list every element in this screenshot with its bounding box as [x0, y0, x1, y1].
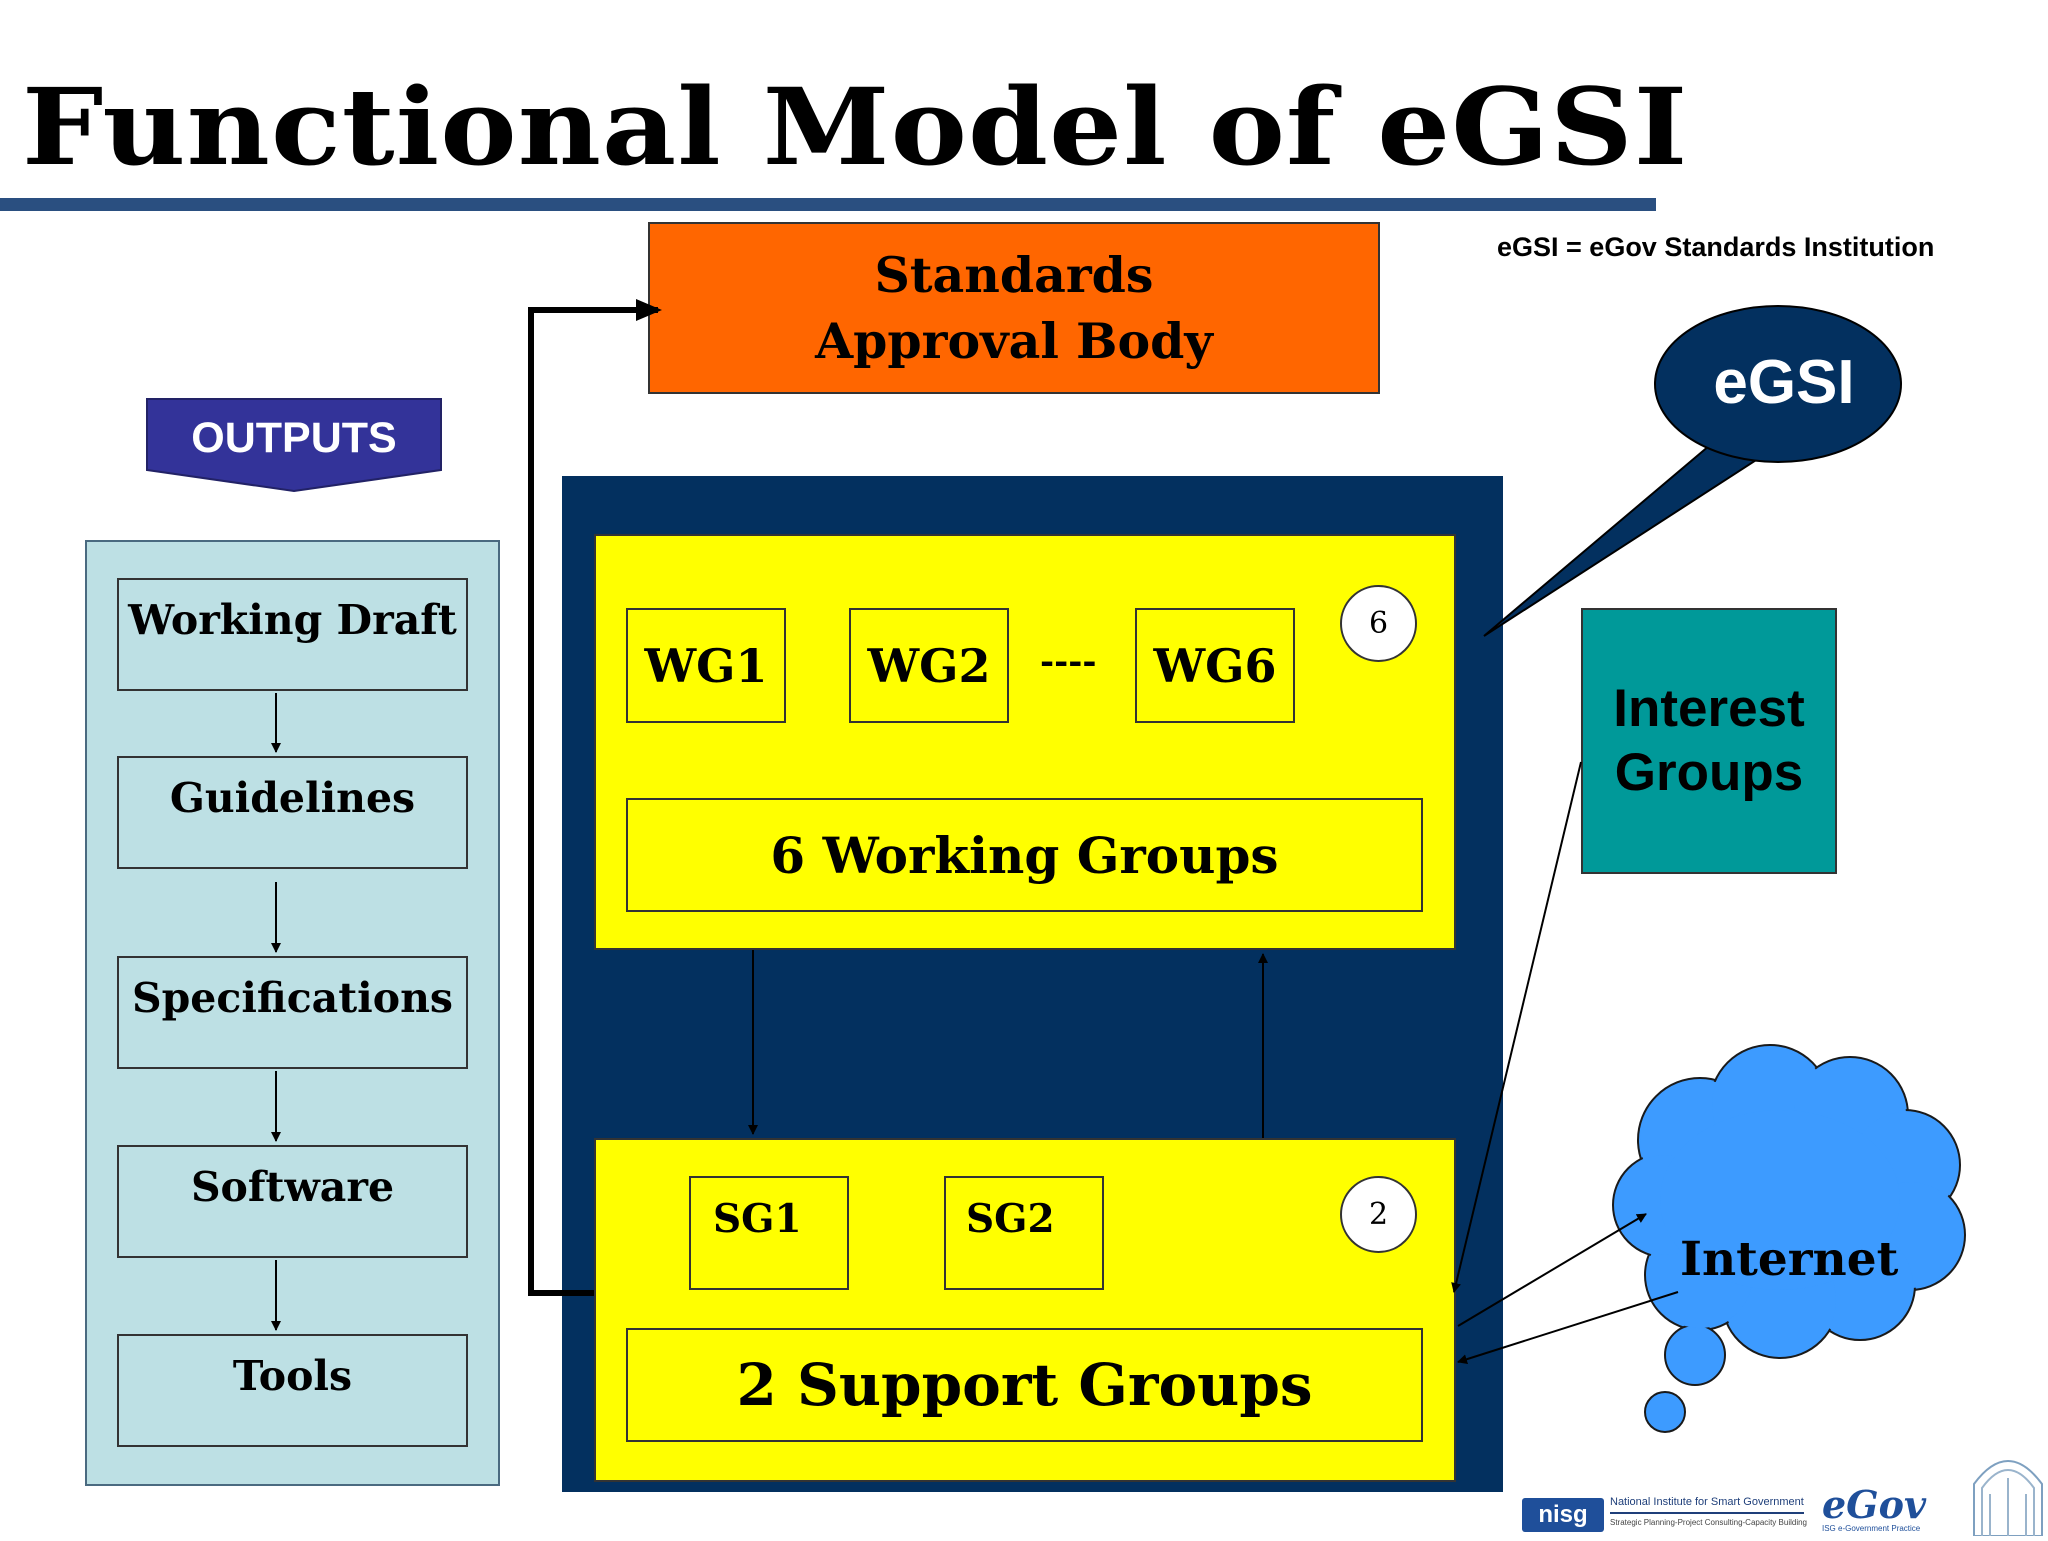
wg2-box: WG2 [849, 608, 1009, 723]
speech-bubble [1483, 305, 1902, 637]
nisg-name: National Institute for Smart Government [1610, 1496, 1804, 1508]
nisg-tagline: Strategic Planning-Project Consulting-Ca… [1610, 1518, 1807, 1527]
nisg-divider [1610, 1512, 1804, 1514]
outputs-tag-shape [146, 398, 442, 492]
emblem-icon [1968, 1444, 2048, 1537]
support-groups-label: 2 Support Groups [626, 1328, 1423, 1442]
egov-logo-mark: eGov [1822, 1482, 1927, 1527]
interest-groups-box: Interest Groups [1581, 608, 1837, 874]
approval-body-line2: Approval Body [815, 312, 1213, 370]
approval-body-line1: Standards [874, 246, 1154, 304]
speech-bubble-body [1654, 305, 1902, 463]
speech-bubble-tail [1483, 438, 1767, 637]
standards-approval-body: Standards Approval Body [648, 222, 1380, 394]
internet-to-sg-arrow [1457, 1291, 1679, 1365]
page-title: Functional Model of eGSI [22, 64, 1689, 189]
internet-label: Internet [1680, 1232, 1899, 1287]
sg-count-badge: 2 [1340, 1176, 1417, 1253]
egov-logo: eGov ISG e-Government Practice [1818, 1480, 1944, 1536]
outputs-tag: OUTPUTS [146, 398, 442, 492]
working-groups-label: 6 Working Groups [626, 798, 1423, 912]
sg-to-internet-arrow [1457, 1213, 1647, 1327]
sg2-box: SG2 [944, 1176, 1104, 1290]
wg6-box: WG6 [1135, 608, 1295, 723]
speech-bubble-text: eGSI [1713, 348, 1855, 417]
outputs-label: OUTPUTS [191, 414, 397, 462]
approval-feedback-arrow [528, 299, 662, 1296]
output-specifications: Specifications [117, 956, 468, 1069]
wg-ellipsis: ---- [1040, 642, 1097, 682]
output-software: Software [117, 1145, 468, 1258]
nisg-logo-mark: nisg [1522, 1498, 1604, 1532]
output-guidelines: Guidelines [117, 756, 468, 869]
nisg-logo: nisg National Institute for Smart Govern… [1522, 1480, 1807, 1536]
output-tools: Tools [117, 1334, 468, 1447]
interest-groups-line1: Interest [1613, 679, 1805, 738]
interest-groups-line2: Groups [1614, 743, 1804, 802]
abbreviation-note: eGSI = eGov Standards Institution [1497, 232, 1935, 262]
egov-tagline: ISG e-Government Practice [1822, 1524, 1921, 1533]
output-working-draft: Working Draft [117, 578, 468, 691]
sg1-box: SG1 [689, 1176, 849, 1290]
wg1-box: WG1 [626, 608, 786, 723]
title-underline [0, 198, 1656, 211]
interest-to-sg-arrow [1451, 761, 1582, 1293]
wg-count-badge: 6 [1340, 585, 1417, 662]
